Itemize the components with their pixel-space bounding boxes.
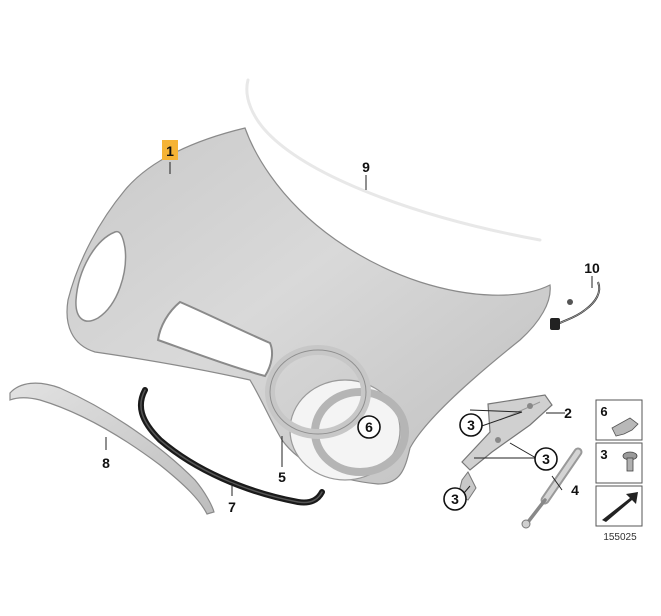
clip-icon — [611, 417, 639, 437]
gas-strut-part — [521, 447, 583, 529]
callout-trim-ring: 5 — [278, 469, 286, 485]
circle-tag-3c — [443, 487, 467, 511]
callout-hinge: 2 — [564, 405, 572, 421]
rubber-seal-part — [137, 387, 325, 506]
diagram-id: 155025 — [603, 532, 637, 543]
air-scoop-opening — [156, 300, 274, 378]
left-headlight-opening — [75, 230, 127, 322]
trim-ring-part — [265, 345, 371, 439]
callout-hose-10: 10 — [584, 260, 600, 276]
legend-box-3 — [595, 442, 643, 484]
parts-legend: 6 3 155025 — [595, 399, 643, 543]
callout-hood: 1 — [166, 143, 174, 159]
callout-seal-9: 9 — [362, 159, 370, 175]
callout-circle-6: 6 — [365, 419, 373, 435]
arrow-icon — [602, 492, 638, 522]
seal-strip-part — [245, 78, 542, 242]
callout-screw-c: 3 — [451, 491, 459, 507]
circle-tag-3a — [459, 413, 483, 437]
hinge-part — [457, 394, 553, 501]
callout-screw-a: 3 — [467, 417, 475, 433]
legend-number-6: 6 — [600, 404, 607, 419]
legend-number-3: 3 — [600, 447, 607, 462]
left-trim-part — [9, 382, 215, 515]
circle-tag-6 — [357, 415, 381, 439]
callout-seal-7: 7 — [228, 499, 236, 515]
circle-tag-3b — [534, 447, 558, 471]
leader-lines — [105, 162, 593, 496]
callout-trim-8: 8 — [102, 455, 110, 471]
screw-icon — [622, 451, 638, 472]
washer-hose-part — [550, 281, 601, 330]
callout-labels: 1 9 10 2 4 5 8 7 6 3 3 3 — [102, 140, 600, 515]
callout-gas-strut: 4 — [571, 482, 579, 498]
callout-screw-b: 3 — [542, 451, 550, 467]
callout-1-highlight — [162, 140, 178, 160]
